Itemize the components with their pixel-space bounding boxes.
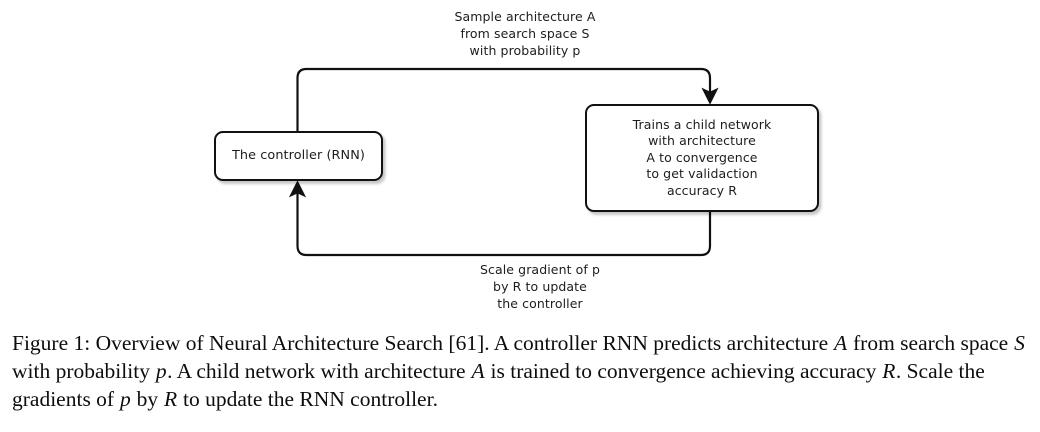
- caption-text-run: is trained to convergence achieving accu…: [485, 358, 882, 383]
- forward-arrow-path: [296, 67, 719, 131]
- caption-math-symbol: R: [163, 386, 178, 411]
- caption-text-run: . A child network with architecture: [167, 358, 471, 383]
- child-network-node-label: Trains a child network with architecture…: [632, 116, 772, 198]
- caption-text-run: from search space: [847, 331, 1014, 355]
- caption-math-symbol: A: [834, 331, 848, 355]
- figure-caption-body: Overview of Neural Architecture Search […: [12, 331, 1025, 411]
- sample-architecture-edge-label: Sample architecture A from search space …: [454, 9, 596, 58]
- figure-diagram: The controller (RNN) Trains a child netw…: [214, 9, 819, 311]
- caption-math-symbol: p: [119, 386, 131, 411]
- controller-node: The controller (RNN): [214, 131, 383, 181]
- caption-math-symbol: A: [471, 358, 485, 383]
- caption-text-run: by: [131, 386, 164, 411]
- caption-text-run: Overview of Neural Architecture Search […: [90, 331, 834, 355]
- feedback-arrow-path: [288, 180, 712, 257]
- caption-text-run: . Scale the gradients of: [12, 358, 985, 411]
- figure-caption-number: Figure 1:: [12, 331, 91, 355]
- diagram-connectors: [288, 67, 719, 257]
- controller-node-label: The controller (RNN): [231, 147, 365, 163]
- caption-text-run: with probability: [12, 358, 156, 383]
- caption-math-symbol: p: [155, 358, 167, 383]
- caption-math-symbol: S: [1014, 331, 1025, 355]
- figure-caption: Figure 1: Overview of Neural Architectur…: [12, 330, 1030, 414]
- caption-math-symbol: R: [882, 358, 896, 383]
- caption-text-run: to update the RNN controller.: [177, 386, 438, 411]
- child-network-node: Trains a child network with architecture…: [585, 104, 819, 212]
- scale-gradient-edge-label: Scale gradient of p by R to update the c…: [479, 262, 601, 311]
